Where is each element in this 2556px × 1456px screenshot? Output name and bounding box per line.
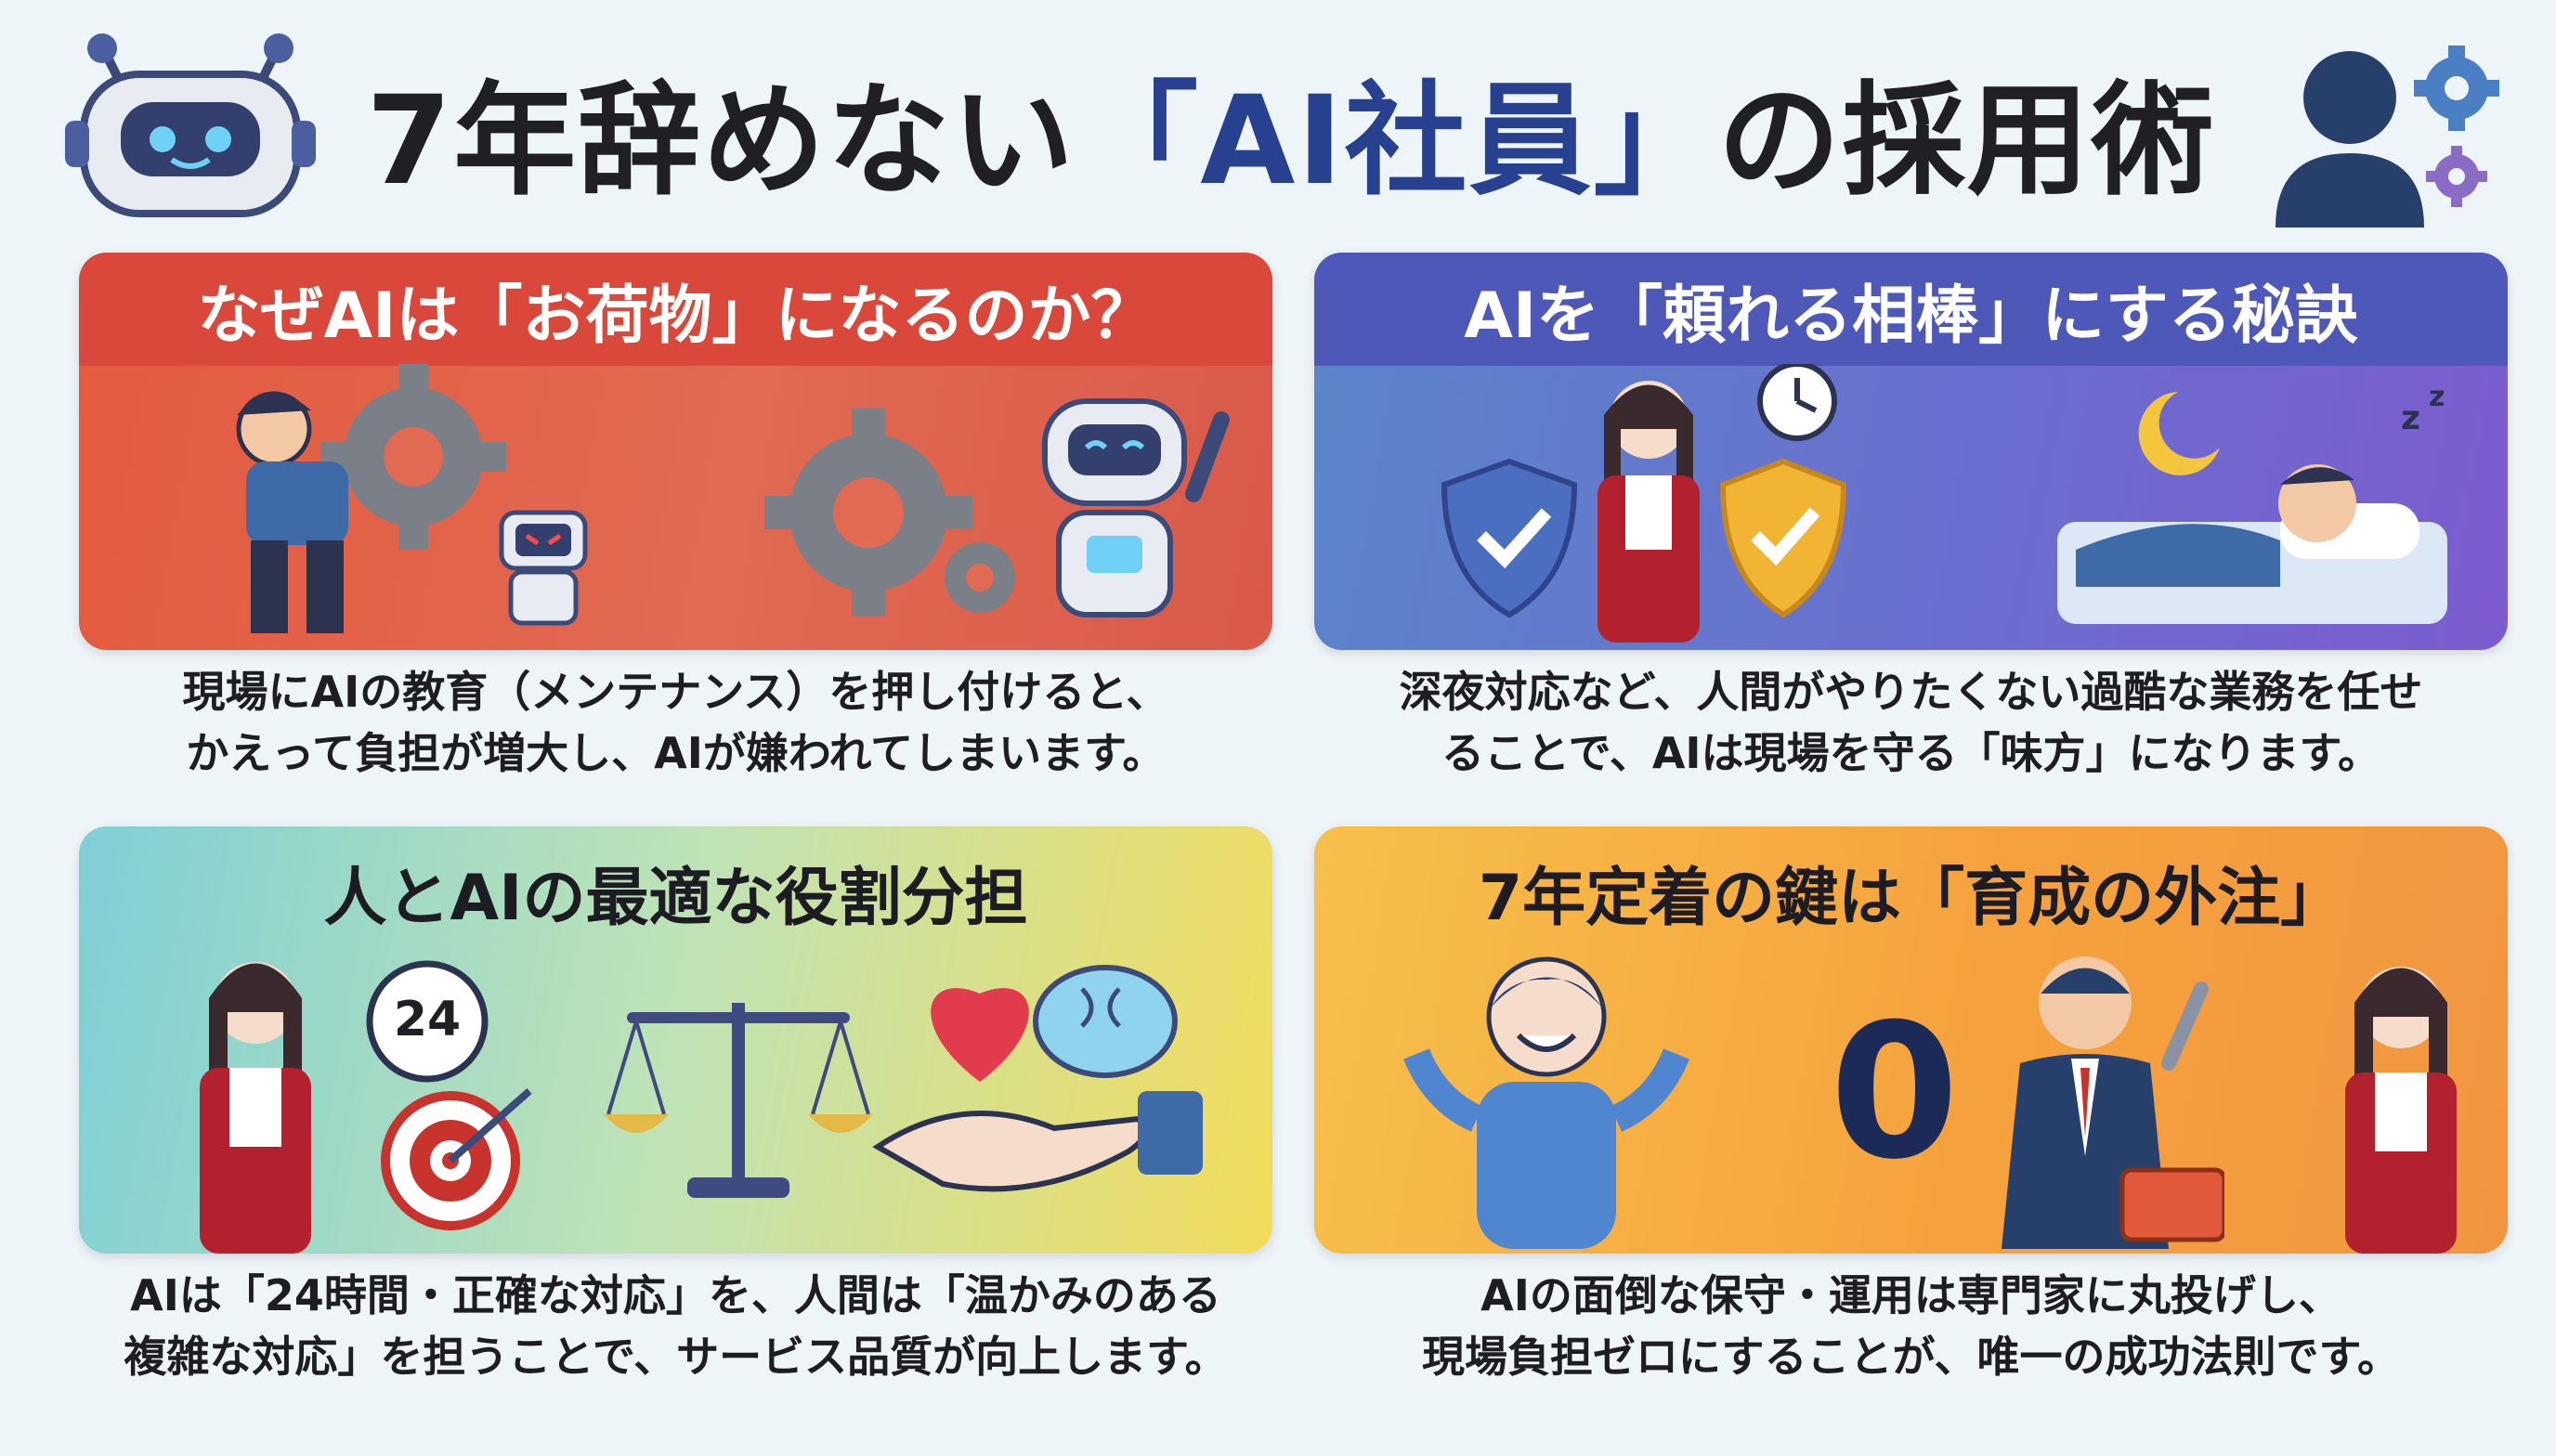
card-outsourcing-heading: 7年定着の鍵は「育成の外注」 [1478,861,2344,935]
card-role-division-heading: 人とAIの最適な役割分担 [323,861,1028,935]
card-role-division-description-line1: AIは「24時間・正確な対応」を、人間は「温かみのある [130,1270,1221,1320]
robot-icon [65,33,316,217]
gears-robot-illustration [764,398,1230,618]
card-outsourcing-description-line2: 現場負担ゼロにすることが、唯一の成功法則です。 [1422,1332,2400,1382]
staff-illustration-2 [2345,967,2457,1254]
card-outsourcing-description: AIの面倒な保守・運用は専門家に丸投げし、 現場負担ゼロにすることが、唯一の成功… [1314,1265,2508,1387]
staff-illustration [200,962,311,1254]
card-role-division-description-line2: 複雑な対応」を担うことで、サービス品質が向上します。 [124,1332,1228,1382]
card-burden-description: 現場にAIの教育（メンテナンス）を押し付けると、 かえって負担が増大し、AIが嫌… [79,661,1272,784]
card-partner-description-line2: ることで、AIは現場を守る「味方」になります。 [1441,728,2380,778]
zero-burden-number: 0 [1830,984,1960,1201]
title-highlight: 「AI社員」 [1076,69,1718,213]
card-burden: なぜAIは「お荷物」になるのか？ [79,253,1272,650]
sleeping-person-moon-illustration: z z [2057,381,2447,624]
clock-target-illustration [366,960,532,1230]
card-role-division-description: AIは「24時間・正確な対応」を、人間は「温かみのある 複雑な対応」を担うことで… [79,1265,1272,1387]
card-burden-description-line2: かえって負担が増大し、AIが嫌われてしまいます。 [186,728,1166,778]
tired-worker-gear-illustration [236,364,588,633]
page-title: 7年辞めない「AI社員」の採用術 [353,37,2229,223]
title-part1: 7年辞めない [366,69,1076,213]
person-gear-icon [2276,46,2499,228]
happy-person-illustration [1403,956,1689,1249]
card-outsourcing-description-line1: AIの面倒な保守・運用は専門家に丸投げし、 [1480,1270,2341,1320]
shield-staff-clock-illustration [1441,364,1847,643]
svg-text:z: z [2429,381,2445,413]
title-part2: の採用術 [1717,69,2216,213]
card-partner: AIを「頼れる相棒」にする秘訣 z z [1314,253,2508,650]
card-role-division: 人とAIの最適な役割分担 24 [79,826,1272,1254]
balance-scale-icon [604,1003,873,1198]
card-burden-heading: なぜAIは「お荷物」になるのか？ [79,253,1272,366]
card-partner-description: 深夜対応など、人間がやりたくない過酷な業務を任せ ることで、AIは現場を守る「味… [1314,661,2508,784]
card-outsourcing: 7年定着の鍵は「育成の外注」 0 [1314,826,2508,1254]
card-burden-description-line1: 現場にAIの教育（メンテナンス）を押し付けると、 [182,667,1169,717]
card-partner-description-line1: 深夜対応など、人間がやりたくない過酷な業務を任せ [1399,667,2423,717]
24-hour-badge: 24 [393,992,462,1047]
heart-brain-hand-illustration [872,965,1203,1192]
expert-wrench-toolbox-illustration [2002,956,2224,1249]
svg-text:z: z [2401,399,2420,437]
card-partner-heading: AIを「頼れる相棒」にする秘訣 [1314,253,2508,366]
